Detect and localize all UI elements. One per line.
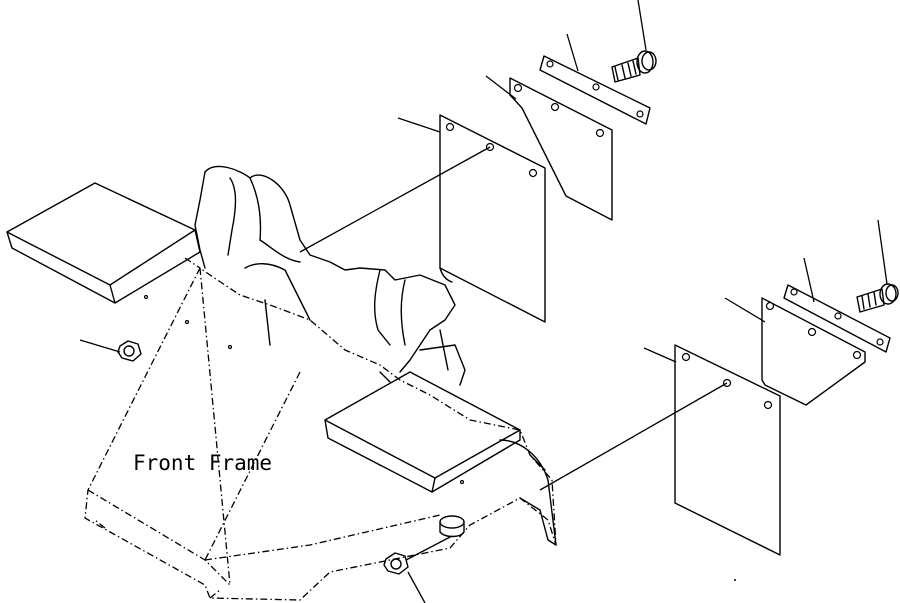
left-step-plate — [6, 182, 201, 304]
bolt-right — [856, 283, 899, 313]
bolt-upper — [611, 50, 657, 83]
bracket-plate-right — [761, 297, 866, 406]
right-step-plate — [324, 371, 521, 493]
leader-lines — [79, 0, 888, 603]
front-frame: Front Frame — [84, 165, 557, 601]
retainer-strip-left — [539, 55, 651, 125]
nut-left — [117, 340, 142, 362]
retainer-strip-right — [783, 284, 891, 353]
assembly-lines — [299, 146, 728, 561]
mud-flap-left — [439, 114, 546, 323]
nut-bottom — [383, 552, 409, 575]
front-frame-label: Front Frame — [133, 451, 272, 475]
mud-flap-right — [674, 344, 781, 556]
